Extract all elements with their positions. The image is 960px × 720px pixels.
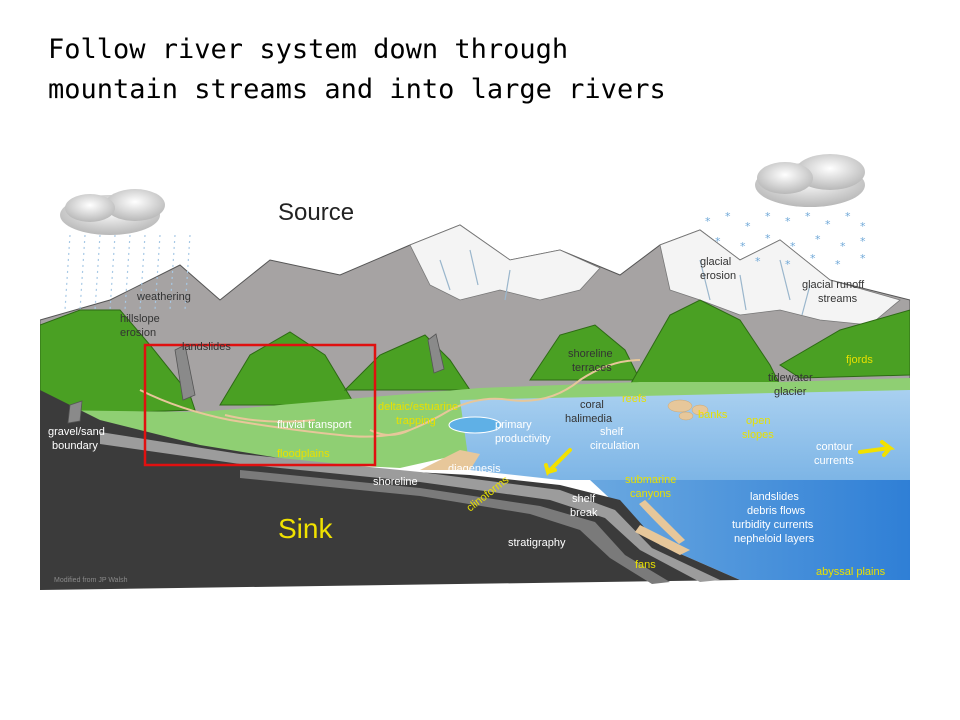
- credit-text: Modified from JP Walsh: [54, 577, 128, 584]
- canyon-channel: [639, 500, 685, 544]
- glacial-runoff-label-1: glacial runoff: [802, 279, 865, 291]
- shelf-break-label-2: break: [570, 507, 598, 519]
- banks-label: banks: [698, 409, 728, 421]
- svg-text:*: *: [765, 232, 771, 245]
- shelf-sea: [460, 390, 910, 480]
- svg-text:*: *: [860, 252, 866, 265]
- glacial-runoff-label-2: streams: [818, 293, 858, 305]
- gravel-sand-label-1: gravel/sand: [48, 426, 105, 438]
- contour-currents-label-2: currents: [814, 455, 854, 467]
- svg-text:*: *: [745, 220, 751, 233]
- snowcap-center: [409, 224, 601, 301]
- svg-text:*: *: [860, 235, 866, 248]
- hillslope-label-1: hillslope: [120, 313, 160, 325]
- slide-title: Follow river system down through mountai…: [48, 30, 748, 110]
- svg-text:*: *: [835, 258, 841, 271]
- tidewater-glacier-label-1: tidewater: [768, 372, 813, 384]
- sink-label: Sink: [278, 513, 333, 544]
- river-network: [139, 359, 641, 438]
- sediment-wedge: [420, 450, 690, 555]
- shoreline-label: shoreline: [373, 476, 418, 488]
- contour-current-arrow: [858, 440, 896, 457]
- landslides-label-top: landslides: [182, 341, 231, 353]
- svg-text:*: *: [845, 210, 851, 223]
- title-line-1: Follow river system down through: [48, 34, 569, 65]
- source-label: Source: [278, 199, 354, 226]
- svg-text:*: *: [740, 240, 746, 253]
- fans-label: fans: [635, 559, 656, 571]
- open-slopes-label-1: open: [746, 415, 770, 427]
- deep-sea-label-2: debris flows: [747, 505, 806, 517]
- svg-text:*: *: [810, 252, 816, 265]
- deep-sea-label-3: turbidity currents: [732, 519, 814, 531]
- deep-sea-label-1: landslides: [750, 491, 799, 503]
- abyssal-plains-label: abyssal plains: [816, 566, 886, 578]
- fluvial-transport-label: fluvial transport: [277, 419, 352, 431]
- primary-productivity-label-1: primary: [495, 419, 532, 431]
- svg-text:*: *: [705, 215, 711, 228]
- cloud-left-icon: [60, 189, 165, 235]
- floodplains-label: floodplains: [277, 448, 330, 460]
- tidewater-glacier-label-2: glacier: [774, 386, 807, 398]
- svg-text:*: *: [790, 240, 796, 253]
- weathering-label: weathering: [136, 291, 191, 303]
- svg-text:*: *: [860, 220, 866, 233]
- shelf-circulation-label-1: shelf: [600, 426, 624, 438]
- coral-label-2: halimedia: [565, 413, 613, 425]
- shoreline-terraces-label-2: terraces: [572, 362, 612, 374]
- submarine-canyons-label-2: canyons: [630, 488, 671, 500]
- contour-currents-label-1: contour: [816, 441, 853, 453]
- landslide-scar-coast: [67, 400, 83, 424]
- svg-text:*: *: [840, 240, 846, 253]
- svg-text:*: *: [785, 215, 791, 228]
- hillslope-label-2: erosion: [120, 327, 156, 339]
- svg-text:*: *: [785, 258, 791, 271]
- glacial-erosion-label-2: erosion: [700, 270, 736, 282]
- primary-productivity-label-2: productivity: [495, 433, 551, 445]
- shelf-circulation-arrow: [544, 448, 572, 476]
- diagenesis-label: diagenesis: [448, 463, 501, 475]
- highlight-box: [143, 343, 377, 467]
- cloud-right-icon: [755, 154, 865, 207]
- shoreline-terraces-label-1: shoreline: [568, 348, 613, 360]
- deltaic-label-2: trapping: [396, 415, 436, 427]
- rain-icon: [64, 234, 191, 311]
- strata-band-2: [240, 470, 670, 584]
- open-slopes-label-2: slopes: [742, 429, 774, 441]
- glacial-erosion-label-1: glacial: [700, 256, 731, 268]
- stratigraphy-label: stratigraphy: [508, 537, 566, 549]
- snowflakes-icon: * * * * * * * * * * * * * * * * * * * * *: [705, 210, 866, 271]
- lake: [448, 416, 502, 434]
- source-to-sink-diagram: *** *** *** *** *** *** *** Source Sink …: [40, 150, 910, 590]
- svg-text:*: *: [765, 210, 771, 223]
- svg-text:*: *: [815, 233, 821, 246]
- hill-fjord: [779, 309, 910, 379]
- svg-text:*: *: [755, 255, 761, 268]
- svg-text:*: *: [805, 210, 811, 223]
- shelf-break-label-1: shelf: [572, 493, 596, 505]
- landslide-scar-center: [427, 333, 445, 374]
- svg-text:*: *: [825, 218, 831, 231]
- svg-text:*: *: [715, 235, 721, 248]
- deep-sea: [590, 480, 910, 580]
- submarine-canyons-label-1: submarine: [625, 474, 676, 486]
- title-line-2: mountain streams and into large rivers: [48, 74, 666, 105]
- shelf-circulation-label-2: circulation: [590, 440, 640, 452]
- reef-banks: [667, 399, 709, 421]
- deep-sea-label-4: nepheloid layers: [734, 533, 815, 545]
- reefs-label: reefs: [622, 393, 647, 405]
- hill-terraces: [529, 324, 641, 381]
- fjords-label: fjords: [846, 354, 873, 366]
- gravel-sand-label-2: boundary: [52, 440, 98, 452]
- strata-band-1: [100, 432, 720, 582]
- svg-text:*: *: [725, 210, 731, 223]
- deltaic-label-1: deltaic/estuarine: [378, 401, 458, 413]
- coral-label-1: coral: [580, 399, 604, 411]
- glacier-streaks: [439, 249, 811, 316]
- landslide-scar-left: [174, 344, 196, 401]
